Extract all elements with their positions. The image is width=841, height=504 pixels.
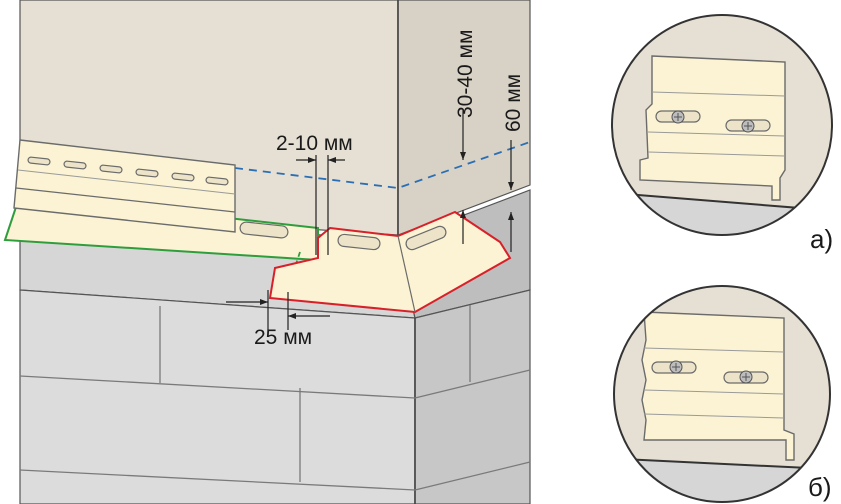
corner-slot-side [405, 225, 447, 251]
label-indent-60mm: 60 мм [502, 74, 525, 132]
brick-joints [19, 305, 531, 491]
label-detail-b: б) [808, 472, 832, 502]
starter-slot [239, 221, 289, 239]
building-corner [3, 0, 531, 504]
brick-side [414, 289, 531, 504]
detail-a-panel [639, 55, 786, 201]
label-gap-2-10mm: 2-10 мм [276, 132, 353, 155]
detail-b [613, 285, 831, 503]
brick-front [19, 289, 416, 504]
detail-a [611, 14, 833, 236]
label-overlap-25mm: 25 мм [254, 326, 312, 349]
siding-panel-slots [27, 156, 229, 186]
guide-dashed-line [234, 141, 531, 189]
label-indent-30-40mm: 30-40 мм [454, 30, 477, 118]
label-detail-a: а) [810, 224, 833, 254]
corner-slot-front [337, 233, 381, 251]
detail-b-panel [641, 311, 795, 461]
